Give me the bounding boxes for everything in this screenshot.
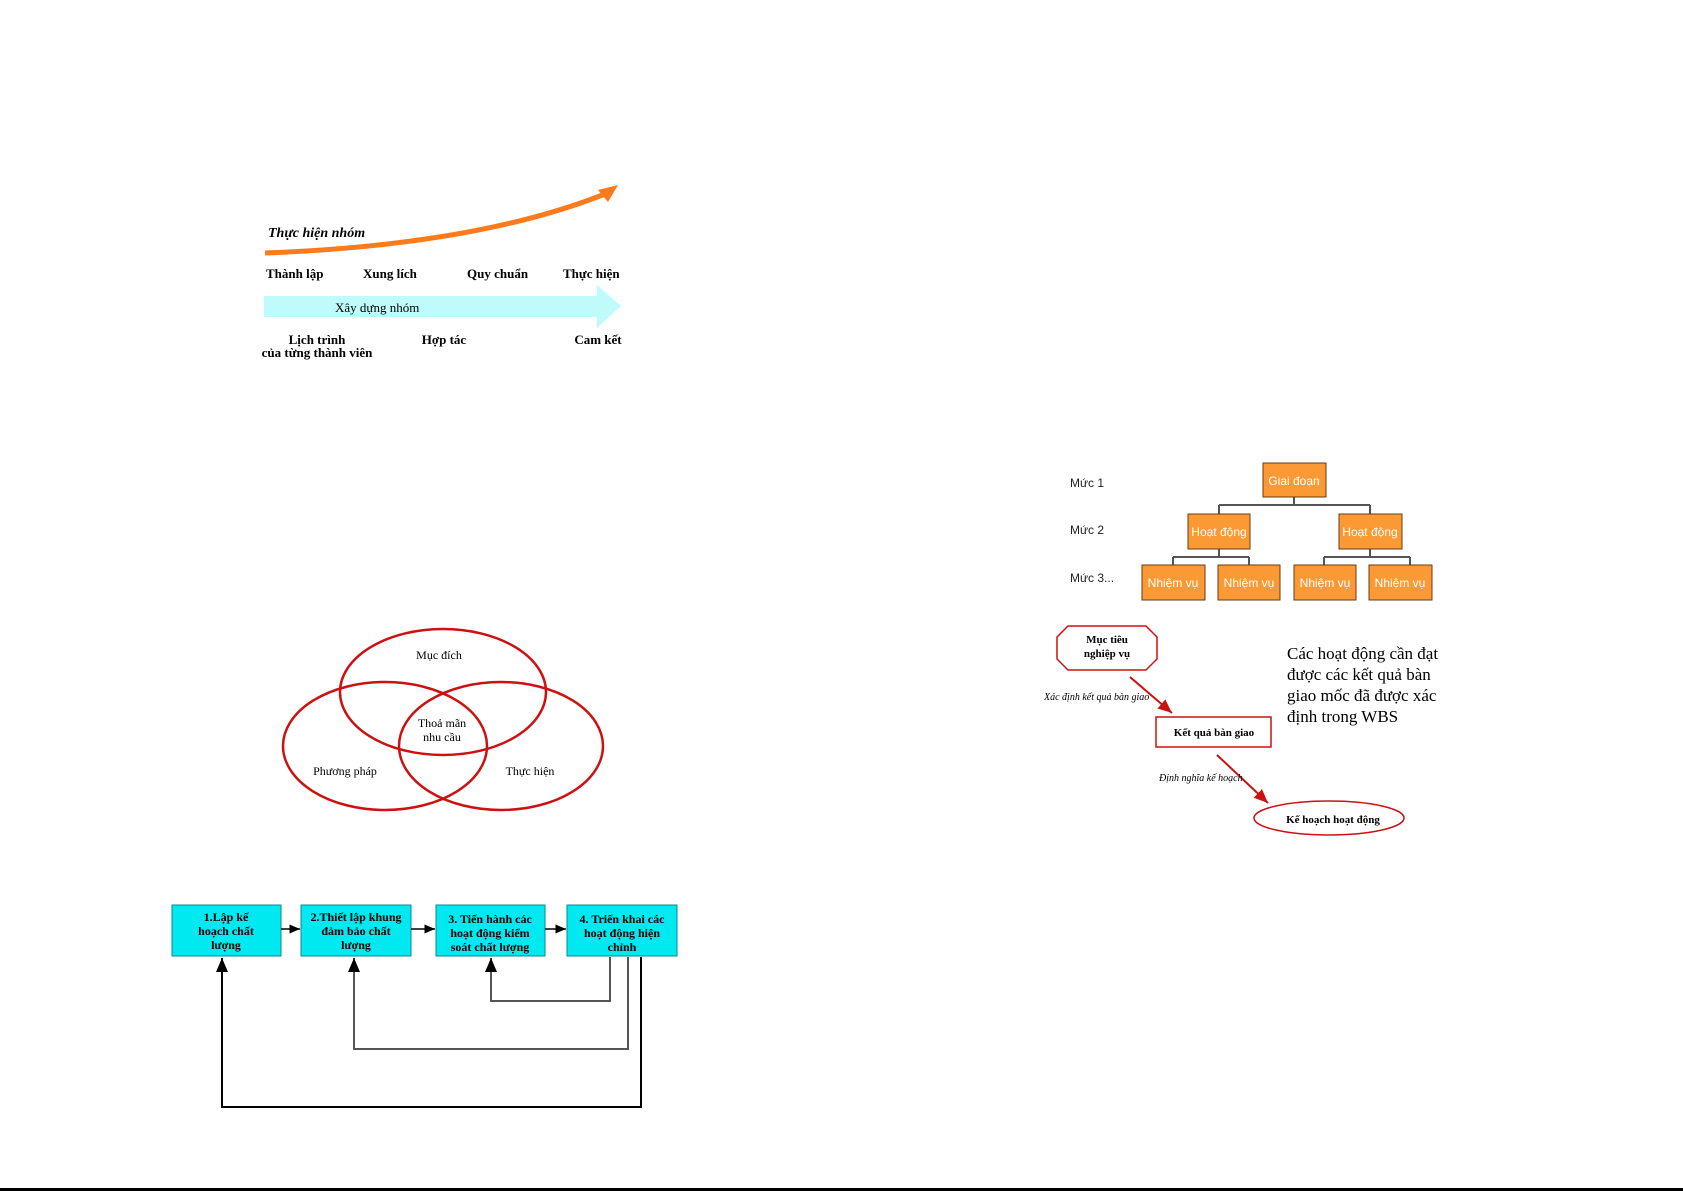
team-building-band-arrow — [264, 285, 621, 328]
wbs-node-task — [1293, 564, 1357, 601]
step-label: Xác định kết quả bàn giao — [1043, 692, 1149, 703]
process-step-label: chỉnh — [608, 940, 637, 954]
venn-label: Thực hiện — [506, 764, 555, 778]
stage-label: Xung lích — [363, 266, 418, 281]
deliverables-diagram: Mục tiêu nghiệp vụ Xác định kết quả bàn … — [1043, 625, 1438, 836]
quality-process-flow: 1.Lập kế hoạch chất lượng 2.Thiết lập kh… — [171, 904, 678, 1108]
stage-label: Thành lập — [266, 266, 323, 281]
wbs-node-label: Nhiệm vụ — [1300, 576, 1351, 590]
wbs-node-label: Nhiệm vụ — [1224, 576, 1275, 590]
venn-label: Phương pháp — [313, 764, 377, 778]
process-step-label: hoạch chất — [198, 924, 254, 938]
stage-label: Thực hiện — [563, 266, 620, 281]
venn-label: Mục đích — [416, 648, 462, 662]
wbs-node-label: Hoạt động — [1191, 525, 1246, 539]
wbs-tree: Mức 1 Mức 2 Mức 3... Giai đoạn Hoạt động… — [1070, 462, 1433, 601]
note-text: được các kết quả bàn — [1287, 665, 1431, 684]
process-step-label: 4. Triển khai các — [580, 912, 666, 926]
wbs-level-label: Mức 3... — [1070, 571, 1114, 585]
feedback-line — [216, 957, 642, 1108]
venn-label: Thoả mãn — [418, 716, 466, 730]
process-step-label: hoạt động hiện — [584, 926, 660, 940]
wbs-node-label: Hoạt động — [1342, 525, 1397, 539]
process-step-label: 1.Lập kế — [204, 910, 249, 924]
wbs-node-label: Nhiệm vụ — [1375, 576, 1426, 590]
band-label: Xây dựng nhóm — [335, 300, 419, 315]
wbs-level-label: Mức 2 — [1070, 523, 1104, 537]
venn-circle-purpose — [338, 627, 548, 757]
performance-curve-arrow — [264, 189, 611, 256]
process-step-label: 3. Tiến hành các — [448, 912, 532, 926]
process-step-box — [566, 904, 678, 957]
team-development-diagram: Thực hiện nhóm Thành lập Xung lích Quy c… — [262, 185, 622, 360]
objective-label: nghiệp vụ — [1084, 648, 1130, 660]
step-label: Định nghĩa kế hoạch — [1158, 773, 1243, 784]
wbs-node-label: Giai đoạn — [1268, 474, 1319, 488]
outcome-label: Cam kết — [574, 332, 622, 347]
wbs-node-task — [1217, 564, 1281, 601]
deliverable-box — [1155, 716, 1272, 748]
deliverable-label: Kết quả bàn giao — [1174, 727, 1255, 739]
wbs-node-activity — [1338, 513, 1403, 550]
stage-label: Quy chuẩn — [467, 266, 529, 281]
wbs-node-task — [1141, 564, 1206, 601]
wbs-node-activity — [1187, 513, 1251, 550]
note-text: giao mốc đã được xác — [1287, 686, 1437, 705]
process-step-label: 2.Thiết lập khung — [310, 910, 401, 924]
venn-circle-execution — [397, 680, 605, 812]
feedback-line — [485, 957, 611, 1002]
process-step-label: hoạt động kiểm — [450, 926, 529, 940]
process-step-label: soát chất lượng — [451, 940, 530, 954]
process-step-label: lượng — [211, 938, 241, 952]
wbs-node-task — [1368, 564, 1433, 601]
outcome-label: Hợp tác — [422, 332, 467, 347]
outcome-label: Lịch trình — [289, 332, 346, 347]
venn-diagram: Mục đích Thoả mãn nhu cầu Phương pháp Th… — [281, 627, 605, 812]
wbs-node-label: Nhiệm vụ — [1148, 576, 1199, 590]
process-step-box — [171, 904, 282, 957]
plan-label: Kế hoạch hoạt động — [1286, 814, 1380, 826]
plan-ellipse — [1253, 800, 1405, 836]
process-step-box — [300, 904, 412, 957]
feedback-line — [348, 957, 629, 1050]
wbs-node-phase — [1262, 462, 1327, 498]
outcome-label: của từng thành viên — [262, 345, 374, 360]
process-step-label: lượng — [341, 938, 371, 952]
curve-arrowhead-icon — [598, 185, 618, 202]
process-step-label: đảm bảo chất — [321, 924, 390, 938]
page-bottom-border — [0, 1188, 1683, 1191]
curve-label: Thực hiện nhóm — [268, 226, 365, 241]
objective-octagon — [1056, 625, 1158, 671]
process-step-box — [435, 904, 546, 957]
venn-circle-method — [281, 680, 489, 812]
note-text: định trong WBS — [1287, 707, 1398, 726]
objective-label: Mục tiêu — [1086, 634, 1128, 646]
wbs-level-label: Mức 1 — [1070, 476, 1104, 490]
note-text: Các hoạt động cần đạt — [1287, 644, 1438, 663]
venn-label: nhu cầu — [423, 730, 461, 744]
